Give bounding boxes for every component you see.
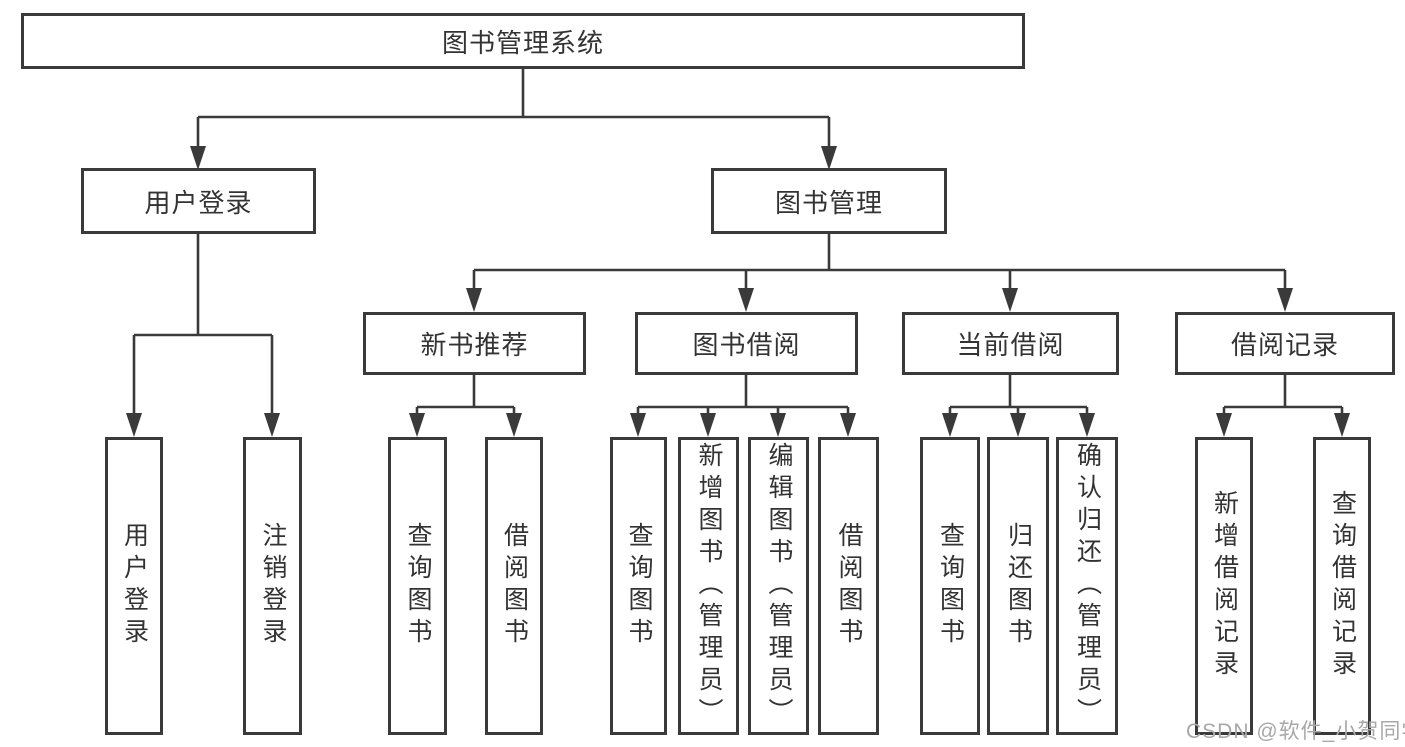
leaf-query-books-current: 查询图书 [920,437,980,735]
node-label: 图书借阅 [692,330,801,360]
node-library-management-system: 图书管理系统 [21,13,1025,69]
leaf-label: 新增图书（管理员） [695,442,723,730]
node-label: 新书推荐 [420,330,529,360]
leaf-logout: 注销登录 [243,437,302,735]
leaf-label: 借阅图书 [500,522,529,650]
leaf-query-books-recommend: 查询图书 [388,437,447,735]
node-label: 图书管理 [774,187,883,218]
node-label: 借阅记录 [1230,330,1339,360]
node-borrowing-records: 借阅记录 [1175,312,1395,375]
leaf-label: 查询图书 [936,522,965,650]
leaf-borrow-books-recommend: 借阅图书 [485,437,543,735]
node-user-login: 用户登录 [81,168,316,234]
leaf-add-borrow-record: 新增借阅记录 [1195,437,1253,735]
node-current-borrowing: 当前借阅 [902,312,1119,375]
node-label: 图书管理系统 [441,27,604,58]
node-label: 当前借阅 [956,330,1065,360]
leaf-edit-book-admin: 编辑图书（管理员） [748,437,809,735]
leaf-borrow-books: 借阅图书 [818,437,879,735]
arrowheads [126,146,1350,437]
leaf-label: 编辑图书（管理员） [765,442,793,730]
leaf-label: 查询借阅记录 [1328,490,1357,682]
node-label: 用户登录 [144,187,253,218]
leaf-query-borrow-record: 查询借阅记录 [1313,437,1371,735]
leaf-label: 确认归还（管理员） [1073,442,1102,730]
leaf-label: 注销登录 [259,522,287,650]
leaf-label: 查询图书 [404,522,432,650]
leaf-add-book-admin: 新增图书（管理员） [678,437,739,735]
node-new-book-recommendation: 新书推荐 [363,312,586,375]
leaf-label: 归还图书 [1004,522,1033,650]
leaf-label: 新增借阅记录 [1210,490,1239,682]
csdn-watermark: CSDN @软件_小贺同学 [1186,720,1405,743]
leaf-confirm-return-admin: 确认归还（管理员） [1056,437,1118,735]
leaf-user-login: 用户登录 [105,437,163,735]
leaf-label: 借阅图书 [835,522,863,650]
leaf-return-book: 归还图书 [987,437,1049,735]
leaf-label: 查询图书 [625,522,653,650]
leaf-label: 用户登录 [120,522,149,650]
node-book-borrowing: 图书借阅 [635,312,858,375]
node-book-management: 图书管理 [711,168,947,234]
leaf-query-books-borrowing: 查询图书 [610,437,667,735]
